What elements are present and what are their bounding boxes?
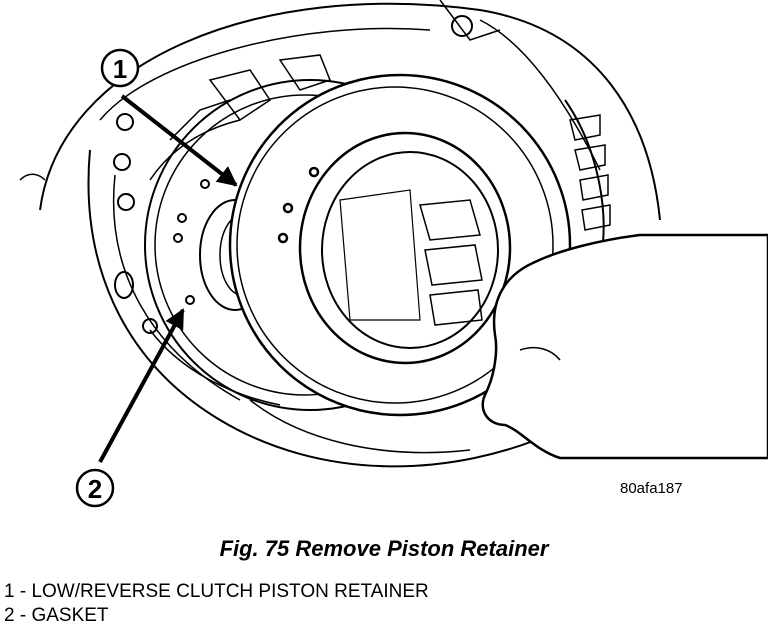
legend-item-1: 1 - LOW/REVERSE CLUTCH PISTON RETAINER xyxy=(4,581,429,602)
callout-2-label: 2 xyxy=(88,474,102,504)
hand xyxy=(481,233,768,460)
piston-retainer xyxy=(228,73,572,417)
callout-2: 2 xyxy=(75,308,185,508)
figure-caption: Fig. 75 Remove Piston Retainer xyxy=(219,536,549,561)
callout-1-label: 1 xyxy=(113,54,127,84)
figure-reference-code: 80afa187 xyxy=(620,480,683,497)
figure-legend: 1 - LOW/REVERSE CLUTCH PISTON RETAINER 2… xyxy=(4,580,429,628)
legend-item-2: 2 - GASKET xyxy=(4,605,109,626)
gear-teeth xyxy=(564,99,611,261)
piston-retainer-illustration: 1 2 xyxy=(19,0,768,508)
callout-1: 1 xyxy=(100,48,238,187)
